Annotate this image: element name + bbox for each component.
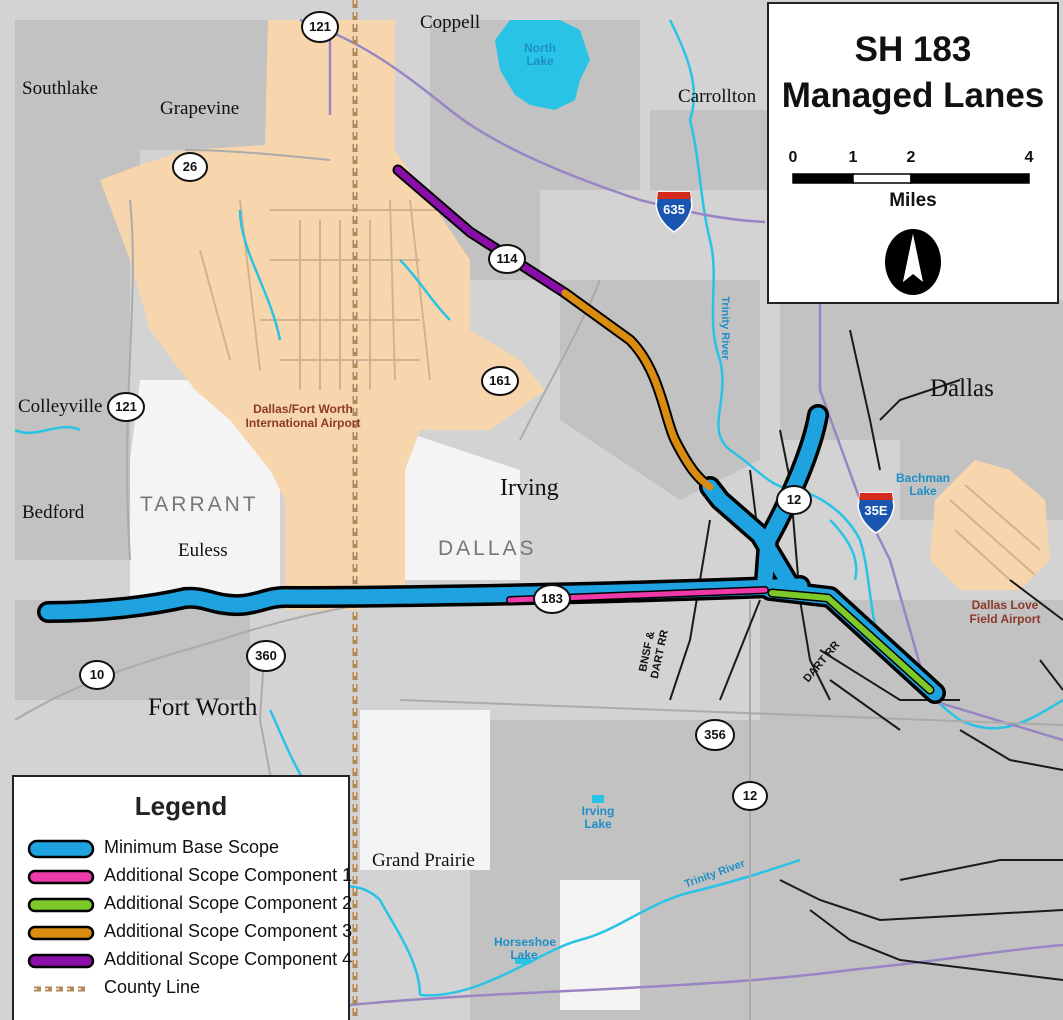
segment-minimum-base-sh12	[757, 407, 826, 588]
legend-item-component-1: Additional Scope Component 1	[26, 864, 352, 890]
shield-12-north-oval	[776, 485, 812, 515]
shield-121-west-oval	[107, 392, 145, 422]
north-arrow-icon	[885, 229, 941, 295]
shield-12-south-oval	[732, 781, 768, 811]
scale-bar: 0 1 2 4	[789, 149, 1034, 184]
legend-label-component-1: Additional Scope Component 1	[104, 865, 353, 885]
legend-swatch-component-4-icon	[27, 953, 95, 969]
dfw-runways	[199, 199, 440, 390]
shield-161-oval	[481, 366, 519, 396]
legend-item-component-2: Additional Scope Component 2	[26, 892, 352, 918]
legend-label-component-4: Additional Scope Component 4	[104, 949, 353, 969]
legend-label-county-line: County Line	[104, 977, 201, 997]
interstate-shield-635	[655, 191, 693, 233]
route-shields	[79, 11, 812, 811]
project-segments	[37, 164, 946, 704]
north-lake-shape	[495, 20, 590, 110]
shield-10-oval	[79, 660, 115, 690]
horseshoe-lake-shape	[515, 958, 531, 964]
segment-component-4	[394, 166, 569, 297]
segment-component-3	[561, 289, 714, 491]
shield-183-oval	[533, 584, 571, 614]
love-field-runways	[949, 484, 1041, 581]
legend-item-component-3: Additional Scope Component 3	[26, 920, 352, 946]
legend-item-minimum-base: Minimum Base Scope	[26, 836, 346, 862]
scale-tick-2: 2	[907, 149, 916, 166]
title-panel: SH 183 Managed Lanes 0 1 2 4 Miles	[767, 2, 1059, 304]
irving-lake-shape	[592, 795, 604, 803]
shield-121-north-oval	[301, 11, 339, 43]
map-title-line2: Managed Lanes	[781, 76, 1045, 115]
segment-minimum-base-north	[702, 479, 798, 593]
interstate-shield-35e	[857, 492, 895, 534]
shield-356-oval	[695, 719, 735, 751]
legend-label-component-3: Additional Scope Component 3	[104, 921, 353, 941]
legend-swatch-component-1-icon	[27, 869, 95, 885]
shield-114-oval	[488, 244, 526, 274]
legend-swatch-county-line-icon	[34, 986, 88, 992]
scale-unit-label: Miles	[889, 190, 937, 211]
scale-tick-4: 4	[1025, 149, 1034, 166]
love-field-area	[930, 460, 1050, 590]
legend-label-component-2: Additional Scope Component 2	[104, 893, 353, 913]
legend-swatch-minimum-base-icon	[27, 839, 95, 859]
legend-swatch-component-3-icon	[27, 925, 95, 941]
shield-360-oval	[246, 640, 286, 672]
legend-title: Legend	[134, 791, 228, 821]
shield-26-oval	[172, 152, 208, 182]
legend-panel: Legend Minimum Base Scope Additional Sco…	[12, 775, 352, 1020]
legend-item-county-line: County Line	[26, 976, 346, 1002]
scale-tick-1: 1	[849, 149, 858, 166]
scale-segment-1	[792, 173, 854, 184]
legend-item-component-4: Additional Scope Component 4	[26, 948, 352, 974]
legend-label-minimum-base: Minimum Base Scope	[104, 837, 280, 857]
dfw-airport-area	[100, 20, 545, 610]
segment-minimum-base-west	[40, 578, 808, 620]
map-title-line1: SH 183	[854, 30, 972, 69]
legend-swatch-component-2-icon	[27, 897, 95, 913]
railroads	[669, 329, 1063, 981]
scale-segment-2	[852, 173, 912, 184]
scale-tick-0: 0	[789, 149, 798, 166]
scale-segment-3	[910, 173, 1030, 184]
